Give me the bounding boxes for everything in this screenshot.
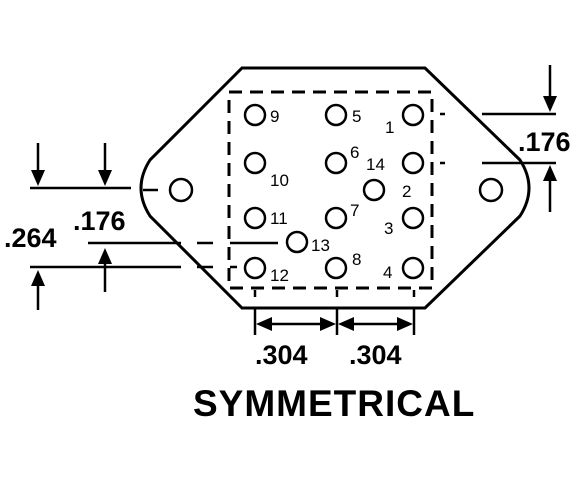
pin-label-3: 3 [384, 219, 393, 238]
dimension-bottom-pitch [253, 290, 416, 335]
pin-label-6: 6 [350, 143, 359, 162]
pin-label-11: 11 [270, 209, 288, 228]
pin-field-outline [227, 90, 434, 290]
pin-label-5: 5 [352, 107, 361, 126]
caption-symmetrical: SYMMETRICAL [193, 383, 475, 424]
mounting-hole-right [478, 177, 504, 203]
pin-circle-4 [401, 256, 425, 280]
pin-circles [243, 103, 425, 280]
pin-label-10: 10 [270, 171, 289, 190]
dimension-left-span [30, 241, 278, 310]
dimension-label-right-offset: .176 [518, 127, 571, 157]
pin-circle-11 [243, 206, 267, 230]
pin-circle-1 [401, 103, 425, 127]
pin-label-14: 14 [366, 155, 385, 174]
pin-label-8: 8 [352, 250, 361, 269]
dimension-label-left-offset: .176 [73, 206, 126, 236]
mounting-hole-left [168, 177, 194, 203]
pin-circle-13 [285, 230, 309, 254]
pin-circle-3 [401, 206, 425, 230]
pin-circle-10 [243, 151, 267, 175]
dimension-label-left-span: .264 [4, 223, 57, 253]
dimension-right-offset [440, 65, 557, 212]
pin-label-9: 9 [270, 107, 279, 126]
pin-circle-7 [324, 206, 348, 230]
pin-label-12: 12 [270, 266, 289, 285]
pin-circle-5 [324, 103, 348, 127]
pin-label-2: 2 [402, 182, 411, 201]
pin-label-7: 7 [350, 201, 359, 220]
pin-label-1: 1 [385, 118, 394, 137]
dimension-left-offset [30, 143, 131, 190]
pin-circle-6 [324, 151, 348, 175]
pin-circle-2 [401, 151, 425, 175]
pin-circle-14 [362, 178, 386, 202]
package-body-outline [139, 66, 531, 310]
pin-label-4: 4 [383, 263, 392, 282]
pin-circle-9 [243, 103, 267, 127]
pin-labels: 1 2 3 4 5 6 7 8 9 10 11 12 13 14 [270, 107, 411, 285]
pin-circle-8 [324, 256, 348, 280]
pin-circle-12 [243, 256, 267, 280]
dimension-label-pitch-left: .304 [255, 340, 308, 370]
dimension-label-pitch-right: .304 [349, 340, 402, 370]
pin-label-13: 13 [311, 236, 330, 255]
